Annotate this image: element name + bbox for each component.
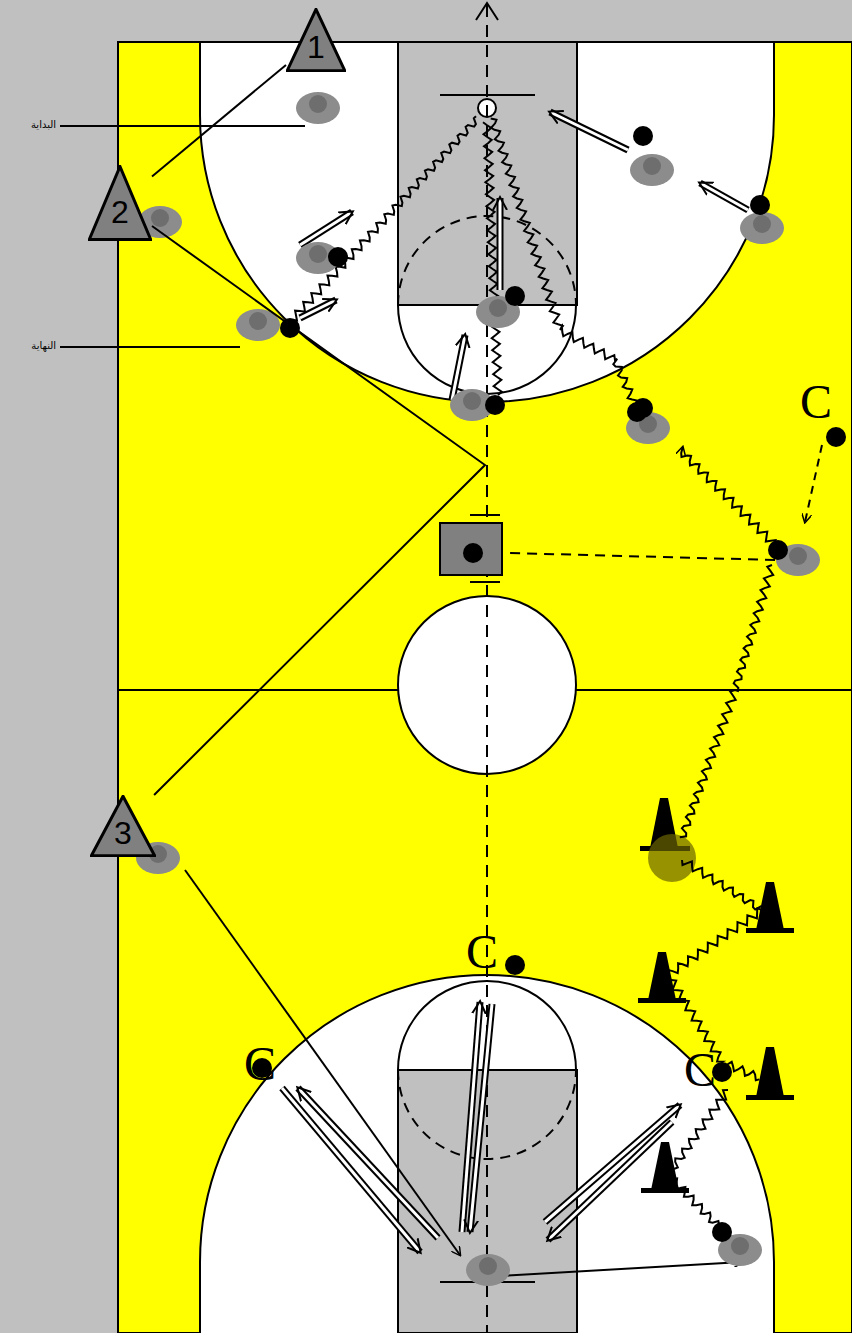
ball — [463, 543, 483, 563]
player-head — [309, 245, 327, 263]
ball — [750, 195, 770, 215]
ball — [712, 1222, 732, 1242]
end-label: النهاية — [30, 340, 57, 351]
movement-arrow — [497, 198, 504, 290]
movement-arrow — [300, 300, 336, 318]
movement-arrow — [282, 1088, 420, 1252]
ball — [505, 955, 525, 975]
player-head — [489, 299, 507, 317]
movement-arrow — [282, 1088, 420, 1252]
movement-arrow — [548, 1122, 672, 1240]
ball — [633, 126, 653, 146]
start-label: البداية — [30, 119, 57, 130]
triangle-number: 2 — [88, 194, 152, 231]
dribble-path — [292, 116, 476, 320]
player-head — [249, 312, 267, 330]
cone-triangle: 3 — [90, 795, 156, 857]
movement-arrow — [452, 335, 465, 400]
movement-arrow — [452, 335, 465, 400]
dribble-path — [681, 447, 776, 545]
cone-triangle: 1 — [286, 8, 346, 72]
movement-arrow — [550, 112, 628, 150]
ball — [633, 398, 653, 418]
player-figure — [466, 1254, 510, 1286]
dribble-path — [483, 122, 502, 395]
player-head — [643, 157, 661, 175]
dribble-path — [491, 118, 638, 405]
player-head — [463, 392, 481, 410]
movement-arrow — [300, 212, 352, 245]
movement-arrow — [550, 112, 628, 150]
route-line — [152, 65, 286, 176]
movement-arrow — [545, 1105, 680, 1222]
movement-arrow — [545, 1105, 680, 1222]
ball — [328, 247, 348, 267]
player-head — [151, 209, 169, 227]
player-figure — [296, 92, 340, 124]
player-figure — [630, 154, 674, 186]
movement-arrow — [470, 1004, 492, 1232]
movement-arrow — [700, 183, 748, 210]
movement-arrow — [298, 1088, 438, 1238]
coach-label: C — [800, 378, 832, 426]
player-figure — [740, 212, 784, 244]
cone-triangle: 2 — [88, 165, 152, 241]
movement-arrow — [300, 212, 352, 245]
player-head — [309, 95, 327, 113]
player-head — [479, 1257, 497, 1275]
dribble-path — [680, 565, 773, 837]
movement-arrow — [499, 198, 502, 290]
movement-arrow — [298, 1088, 438, 1238]
coach-label: C — [684, 1046, 716, 1094]
ball — [826, 427, 846, 447]
movement-arrow — [470, 1004, 492, 1232]
ball — [505, 286, 525, 306]
route-line — [152, 226, 485, 795]
player-head — [731, 1237, 749, 1255]
ball — [768, 540, 788, 560]
movement-arrow — [548, 1122, 672, 1240]
player-head — [753, 215, 771, 233]
triangle-number: 1 — [286, 29, 346, 66]
coach-label: C — [244, 1040, 276, 1088]
movement-arrow — [700, 183, 748, 210]
coach-label: C — [466, 928, 498, 976]
ball — [485, 395, 505, 415]
movement-arrow — [300, 300, 336, 318]
player-head — [789, 547, 807, 565]
triangle-number: 3 — [90, 815, 156, 852]
